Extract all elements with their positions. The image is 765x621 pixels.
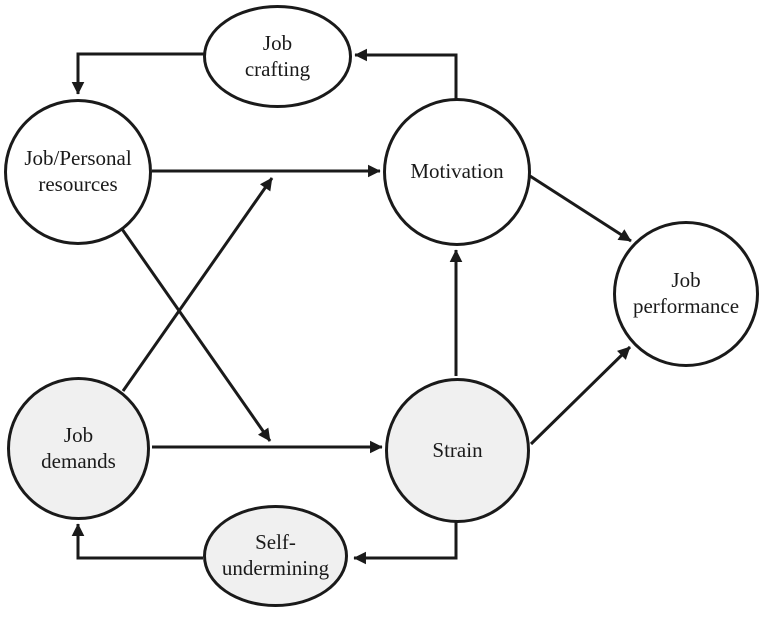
arrow-motivation-to-performance	[529, 174, 632, 243]
node-strain: Strain	[385, 378, 530, 523]
node-job-performance-label: Job performance	[632, 268, 740, 318]
node-job-demands-label: Job demands	[41, 422, 116, 473]
node-job-crafting: Job crafting	[203, 5, 352, 108]
arrow-crafting-to-resources	[71, 52, 204, 95]
node-job-personal-resources: Job/Personal resources	[4, 99, 152, 245]
arrow-strain-to-selfundermining	[353, 521, 458, 565]
node-motivation: Motivation	[383, 98, 531, 246]
arrow-demands-moderates-resources-motivation	[121, 177, 274, 392]
arrow-strain-to-performance	[529, 345, 632, 446]
node-job-crafting-label: Job crafting	[244, 30, 311, 81]
node-job-performance: Job performance	[613, 221, 759, 367]
arrow-selfundermining-to-demands	[71, 523, 203, 560]
node-job-personal-resources-label: Job/Personal resources	[24, 146, 132, 196]
node-self-undermining-label: Self- undermining	[221, 530, 330, 580]
arrow-resources-moderates-demands-strain	[120, 228, 272, 442]
arrow-motivation-to-crafting	[354, 48, 458, 100]
node-self-undermining: Self- undermining	[203, 505, 348, 607]
node-strain-label: Strain	[432, 437, 483, 462]
node-motivation-label: Motivation	[410, 159, 504, 184]
node-job-demands: Job demands	[7, 377, 150, 520]
